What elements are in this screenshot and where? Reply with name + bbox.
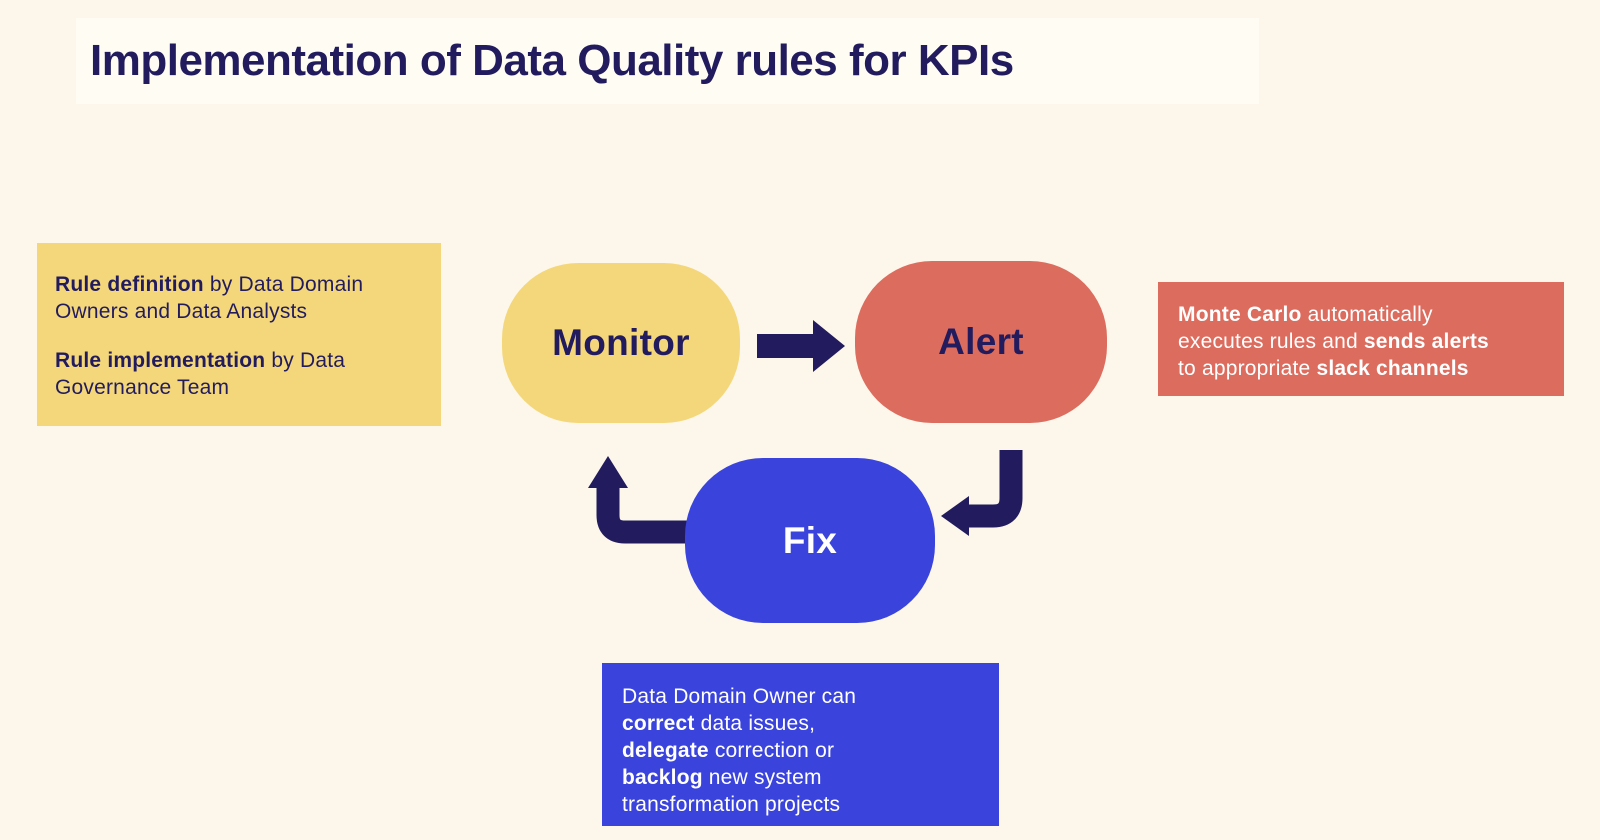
- arrow-curved-down-left-icon: [941, 450, 1023, 536]
- text-line: delegate correction or: [622, 739, 835, 762]
- fix-actions-note: Data Domain Owner can correct data issues…: [602, 663, 999, 826]
- fix-node: Fix: [685, 458, 935, 623]
- alert-node: Alert: [855, 261, 1107, 423]
- text-line: correct data issues,: [622, 712, 816, 735]
- text-line: executes rules and sends alerts: [1178, 330, 1489, 353]
- text-line: Rule implementation by Data: [55, 349, 346, 372]
- monitor-node-label: Monitor: [552, 322, 690, 363]
- text-line: Governance Team: [55, 376, 230, 399]
- title-highlight-strip: [76, 18, 1259, 104]
- text-line: Data Domain Owner can: [622, 685, 857, 708]
- text-line: to appropriate slack channels: [1178, 357, 1469, 380]
- monte-carlo-note: Monte Carlo automatically executes rules …: [1158, 282, 1564, 396]
- page-title: Implementation of Data Quality rules for…: [90, 36, 1014, 85]
- text-line: Rule definition by Data Domain: [55, 273, 364, 296]
- text-line: transformation projects: [622, 793, 841, 816]
- alert-node-label: Alert: [938, 321, 1024, 362]
- text-line: backlog new system: [622, 766, 822, 789]
- arrow-right-icon: [757, 320, 845, 372]
- fix-node-label: Fix: [782, 519, 838, 561]
- monitor-node: Monitor: [502, 263, 740, 423]
- text-line: Owners and Data Analysts: [55, 300, 308, 323]
- arrow-curved-up-icon: [588, 456, 690, 544]
- text-line: Monte Carlo automatically: [1178, 303, 1433, 326]
